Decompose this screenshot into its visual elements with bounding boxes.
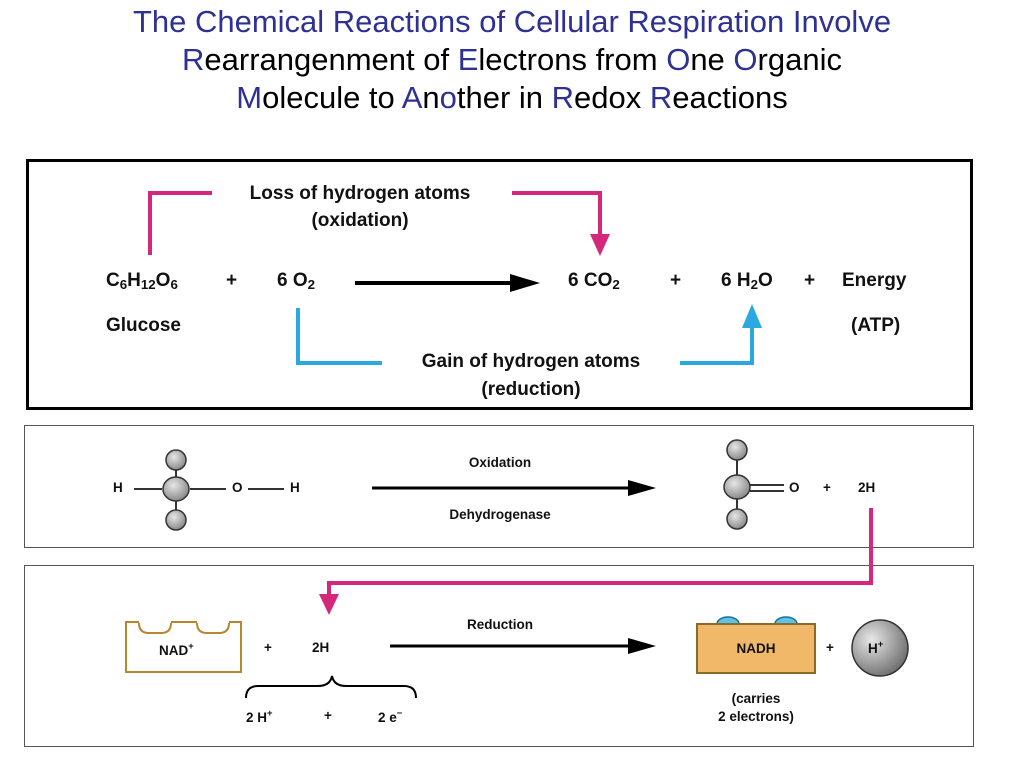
oxygen-atom-label: O bbox=[789, 480, 800, 495]
nadh-label: NADH bbox=[736, 641, 776, 656]
two-electrons-label: 2 e− bbox=[378, 708, 403, 725]
reduction-path-line bbox=[296, 308, 382, 365]
nadh-box: NADH bbox=[696, 623, 816, 674]
carbon-dioxide-formula: 6 CO2 bbox=[568, 270, 620, 292]
plus-sign: + bbox=[226, 270, 238, 291]
title-text-segment: ther in bbox=[456, 80, 552, 115]
plus-sign: + bbox=[823, 480, 831, 495]
nad-plus-label: NAD+ bbox=[159, 641, 194, 658]
oxidation-path-line bbox=[148, 191, 212, 255]
loss-of-hydrogen-label: Loss of hydrogen atoms bbox=[249, 183, 471, 204]
plus-sign: + bbox=[826, 640, 834, 655]
title-highlight-letter: M bbox=[236, 80, 263, 115]
oxidation-path-line-right bbox=[512, 191, 602, 236]
reduction-arrowhead-2 bbox=[628, 638, 656, 654]
title-highlight-letter: O bbox=[666, 42, 691, 77]
reaction-arrowhead bbox=[510, 274, 540, 292]
plus-sign: + bbox=[264, 640, 272, 655]
slide-title: The Chemical Reactions of Cellular Respi… bbox=[0, 0, 1024, 117]
title-highlight-letter: E bbox=[457, 42, 479, 77]
reduction-arrow-label: Reduction bbox=[467, 617, 533, 632]
oxygen-formula: 6 O2 bbox=[277, 270, 316, 292]
nad-plus-box: NAD+ bbox=[125, 621, 242, 673]
title-text-segment: earrangenment of bbox=[204, 42, 458, 77]
oxidation-arrowhead bbox=[590, 234, 610, 256]
gain-of-hydrogen-label: Gain of hydrogen atoms bbox=[421, 351, 641, 372]
title-highlight-letter: R bbox=[182, 42, 205, 77]
hydrogen-ion-label: H+ bbox=[868, 639, 884, 656]
hydrogen-atom-label: H bbox=[290, 480, 300, 495]
energy-label: Energy bbox=[842, 270, 907, 291]
hydrogen-transfer-arrowhead bbox=[319, 594, 339, 615]
oxidation-arrowhead-2 bbox=[628, 480, 656, 496]
title-text-segment: rganic bbox=[757, 42, 842, 77]
atp-label: (ATP) bbox=[851, 315, 901, 336]
title-text-segment: lectrons from bbox=[478, 42, 667, 77]
title-text-segment: olecule to bbox=[262, 80, 402, 115]
two-hydrogen-reactant-label: 2H bbox=[312, 640, 330, 655]
oxidation-sublabel: (oxidation) bbox=[311, 210, 409, 231]
hydrogen-transfer-line bbox=[327, 508, 873, 596]
title-highlight-letter: R bbox=[649, 80, 673, 115]
atom-sphere bbox=[726, 439, 748, 461]
carbon-atom-sphere bbox=[723, 474, 751, 500]
title-line-1: The Chemical Reactions of Cellular Respi… bbox=[132, 4, 892, 39]
title-text-segment: ne bbox=[690, 42, 734, 77]
plus-sign: + bbox=[324, 708, 332, 723]
title-text-segment: n bbox=[422, 80, 440, 115]
reduction-arrowhead bbox=[742, 304, 762, 328]
reduction-path-line-right bbox=[680, 326, 754, 365]
two-hydrogen-product-label: 2H bbox=[858, 480, 876, 495]
glucose-name-label: Glucose bbox=[106, 315, 181, 336]
title-highlight-letter: R bbox=[551, 80, 575, 115]
nad-binding-notches bbox=[127, 621, 240, 634]
oxidation-arrow-label: Oxidation bbox=[468, 455, 532, 470]
split-brace bbox=[245, 675, 417, 699]
hydrogen-atom-label: H bbox=[113, 480, 123, 495]
glucose-formula: C6H12O6 bbox=[106, 270, 178, 292]
carries-electrons-note-2: 2 electrons) bbox=[718, 709, 794, 724]
title-highlight-letter: A bbox=[401, 80, 423, 115]
title-line-3: Molecule to Another in Redox Reactions bbox=[0, 79, 1024, 117]
title-text-segment: eactions bbox=[672, 80, 788, 115]
plus-sign: + bbox=[804, 270, 816, 291]
two-protons-label: 2 H+ bbox=[246, 708, 273, 725]
title-text-segment: edox bbox=[574, 80, 650, 115]
title-highlight-letter: o bbox=[439, 80, 457, 115]
carbon-atom-sphere bbox=[162, 476, 190, 502]
atom-sphere bbox=[165, 509, 187, 531]
reduction-sublabel: (reduction) bbox=[481, 379, 581, 400]
oxygen-atom-label: O bbox=[232, 480, 243, 495]
atom-sphere bbox=[165, 449, 187, 471]
dehydrogenase-label: Dehydrogenase bbox=[449, 507, 551, 522]
hydrogen-ion-sphere bbox=[851, 619, 909, 677]
title-line-2: Rearrangenment of Electrons from One Org… bbox=[0, 41, 1024, 79]
title-highlight-letter: O bbox=[733, 42, 758, 77]
carries-electrons-note: (carries bbox=[731, 691, 781, 706]
water-formula: 6 H2O bbox=[721, 270, 773, 292]
atom-sphere bbox=[726, 508, 748, 530]
plus-sign: + bbox=[670, 270, 682, 291]
